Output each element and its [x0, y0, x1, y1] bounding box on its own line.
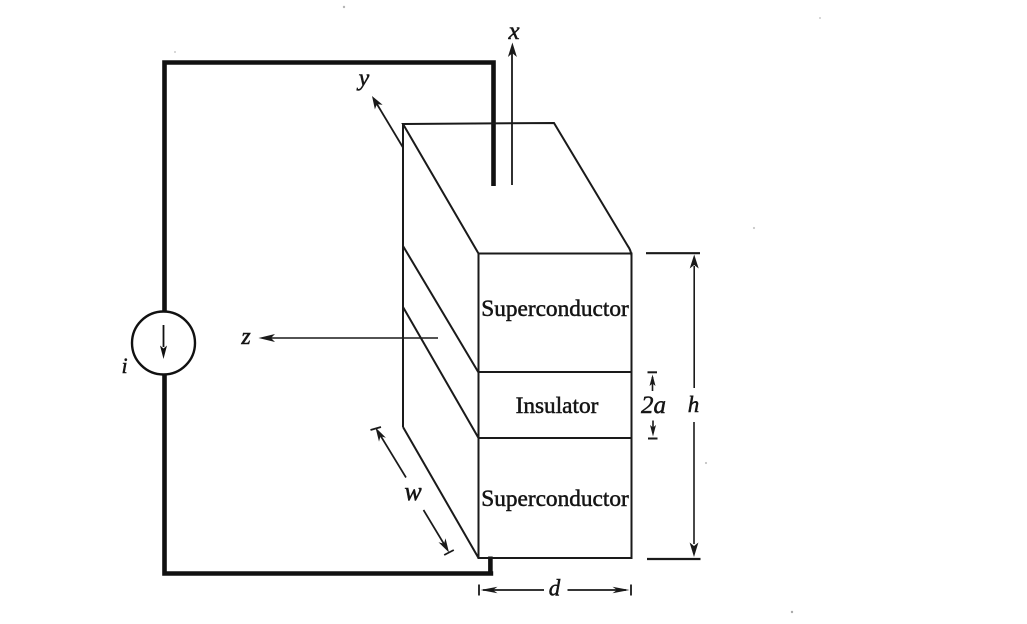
- svg-text:Superconductor: Superconductor: [481, 486, 629, 512]
- svg-text:d: d: [549, 576, 561, 601]
- svg-text:h: h: [688, 392, 700, 417]
- svg-text:2a: 2a: [641, 392, 666, 419]
- svg-text:Superconductor: Superconductor: [481, 296, 629, 322]
- svg-text:z: z: [240, 324, 251, 350]
- svg-text:w: w: [404, 477, 422, 506]
- svg-text:x: x: [507, 18, 519, 45]
- svg-text:Insulator: Insulator: [516, 393, 599, 419]
- svg-text:i: i: [121, 353, 127, 378]
- svg-text:y: y: [357, 66, 370, 92]
